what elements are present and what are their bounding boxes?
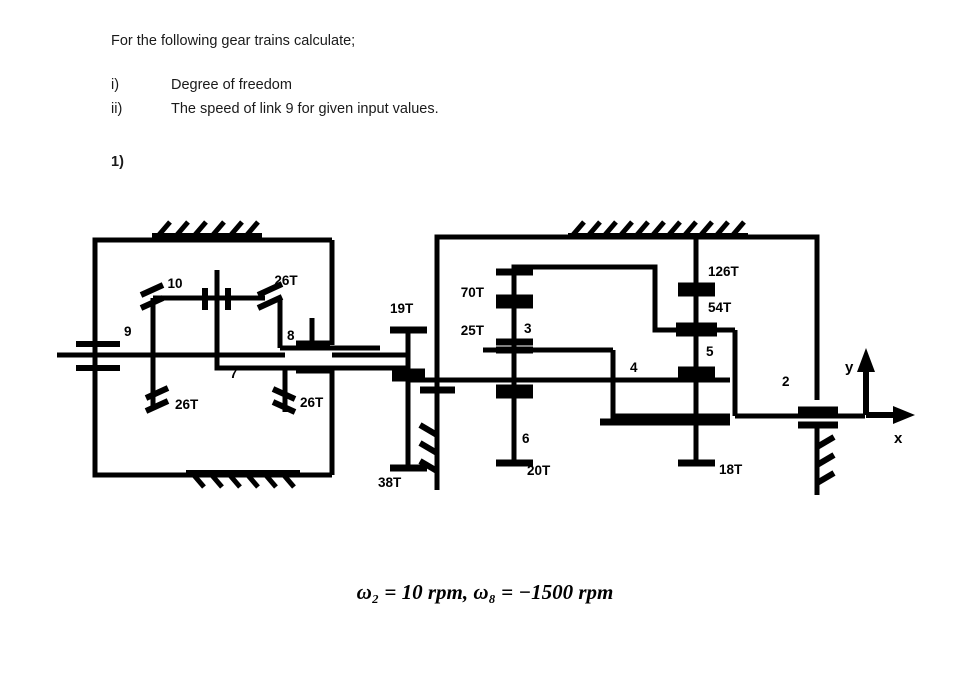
axis-label-y: y (845, 359, 854, 376)
question-item-ii-text: The speed of link 9 for given input valu… (171, 101, 439, 117)
link-label-7: 7 (230, 366, 238, 381)
question-prompt: For the following gear trains calculate; (111, 33, 356, 49)
link-label-3: 3 (524, 321, 532, 336)
gear-26t-left-lower-teeth (144, 385, 170, 414)
gear-mid-mesh-bars (496, 384, 533, 399)
input-speeds-equation: ω₂ = 10 rpm, ω₈ = −1500 rpm (356, 580, 614, 604)
gear-train-diagram: 10 26T 9 8 7 26T 26T 19T 38T 70T 25T 3 6… (0, 200, 970, 530)
ground-shaft-hatching (418, 422, 439, 474)
shaft-3-top-bracket (511, 264, 658, 305)
link-7-carrier (214, 355, 410, 371)
gear-label-18t: 18T (719, 462, 743, 477)
axis-x-arrowhead (893, 406, 915, 424)
gear-26t-top-teeth (256, 281, 284, 311)
ground-symbol-top-left (152, 220, 262, 239)
problem-number: 1) (111, 154, 124, 170)
gear-5-mid-bars (678, 366, 715, 381)
link-2-ground-hatching (815, 434, 836, 486)
link-label-5: 5 (706, 344, 714, 359)
gear-26t-right-teeth (271, 386, 297, 415)
link-label-8: 8 (287, 328, 295, 343)
gear-label-126t: 126T (708, 264, 740, 279)
gear-label-20t: 20T (527, 463, 551, 478)
link-label-4: 4 (630, 360, 638, 375)
gear-126t-bars (678, 282, 715, 297)
gear-54t-bars (676, 322, 717, 337)
gear-label-25t: 25T (461, 323, 485, 338)
ground-symbol-top-right (568, 220, 748, 239)
question-item-i-text: Degree of freedom (171, 77, 292, 93)
gear-70t-mesh-bars (496, 294, 533, 309)
link-4-bracket (610, 350, 730, 419)
shaft-5-carrier-left (652, 305, 735, 333)
question-item-ii-marker: ii) (111, 101, 123, 117)
question-item-i-marker: i) (111, 77, 120, 93)
gear-label-10: 10 (167, 276, 182, 291)
gear-label-26t-right: 26T (300, 395, 324, 410)
gear-label-26t-left: 26T (175, 397, 199, 412)
gear-label-70t: 70T (461, 285, 485, 300)
gear-19t-mesh-bars (392, 368, 425, 382)
gear-label-19t: 19T (390, 301, 414, 316)
axis-label-x: x (894, 430, 903, 447)
link-2-top-rail (745, 234, 820, 400)
link-label-2: 2 (782, 374, 790, 389)
link-label-9: 9 (124, 324, 132, 339)
axis-y-arrowhead (857, 348, 875, 372)
gear-label-54t: 54T (708, 300, 732, 315)
gear-label-38t: 38T (378, 475, 402, 490)
link-label-6: 6 (522, 431, 530, 446)
gear-label-26t-top: 26T (274, 273, 298, 288)
